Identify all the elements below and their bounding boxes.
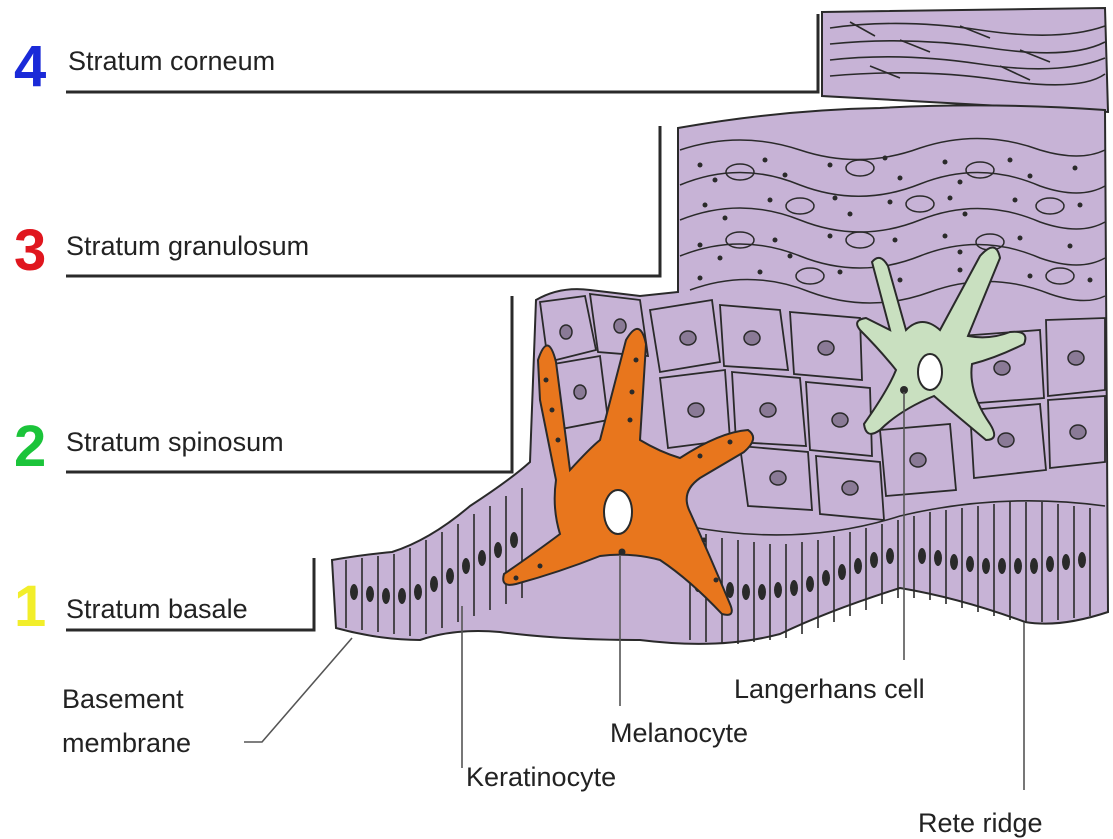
annotations: Basement membrane Keratinocyte Melanocyt… <box>62 674 1043 838</box>
melanocyte-nucleus <box>604 490 632 534</box>
layer-4-name: Stratum corneum <box>68 46 275 76</box>
layer-2-name: Stratum spinosum <box>66 427 284 457</box>
basement-membrane-label-line2: membrane <box>62 728 191 758</box>
layer-3-name: Stratum granulosum <box>66 231 309 261</box>
langerhans-label: Langerhans cell <box>734 674 925 704</box>
basement-membrane-leader <box>244 638 352 742</box>
langerhans-nucleus <box>918 354 942 390</box>
layer-1-number: 1 <box>14 574 46 639</box>
epidermis-tissue <box>332 105 1108 643</box>
rete-ridge-label: Rete ridge <box>918 808 1043 838</box>
layer-4-number: 4 <box>14 34 46 99</box>
basement-membrane-label-line1: Basement <box>62 684 184 714</box>
layer-3-number: 3 <box>14 218 46 283</box>
layer-1-name: Stratum basale <box>66 594 248 624</box>
keratinocyte-label: Keratinocyte <box>466 762 616 792</box>
tissue-illustration <box>332 8 1108 644</box>
melanocyte-label: Melanocyte <box>610 718 748 748</box>
layer-labels: 4 Stratum corneum 3 Stratum granulosum 2… <box>14 34 309 639</box>
layer-2-number: 2 <box>14 414 46 479</box>
stratum-corneum-tissue <box>822 8 1108 112</box>
